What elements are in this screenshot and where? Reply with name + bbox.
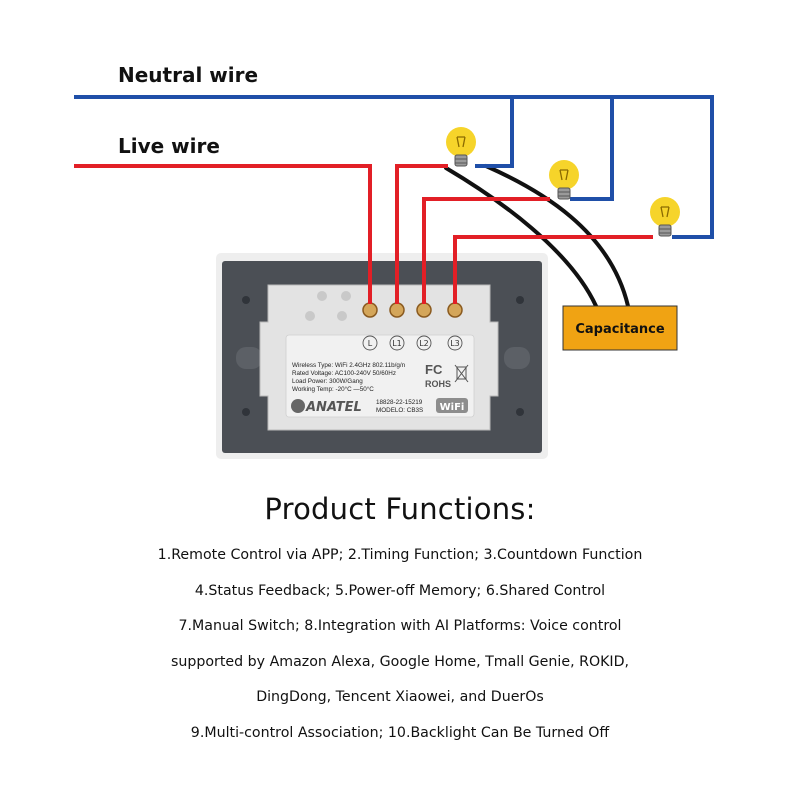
terminal-l1-label: L1 (392, 339, 402, 348)
fc-mark: FC (425, 362, 443, 377)
terminal-l3: L3 (447, 335, 463, 351)
spec-wireless: Wireless Type: WiFi 2.4GHz 802.11b/g/n (292, 362, 406, 369)
product-functions-list: 1.Remote Control via APP; 2.Timing Funct… (0, 538, 800, 751)
switch-module: L L1 L2 L3 Wireless Type: WiFi 2.4GHz 80… (259, 284, 499, 431)
function-line: 1.Remote Control via APP; 2.Timing Funct… (157, 547, 643, 563)
weee-bin-icon (454, 364, 469, 383)
function-line: supported by Amazon Alexa, Google Home, … (170, 653, 630, 670)
capacitor-leads (444, 164, 630, 308)
model-number: MODELO: CB3S (376, 407, 423, 414)
bulb-icon (549, 160, 579, 200)
function-line: 7.Manual Switch; 8.Integration with AI P… (178, 618, 622, 634)
spec-temp: Working Temp: -20°C —50°C (292, 385, 374, 393)
capacitance-box: Capacitance (562, 305, 678, 351)
wifi-logo: WiFi (436, 398, 468, 413)
live-wire-label: Live wire (118, 134, 220, 158)
neutral-wires (74, 95, 714, 239)
bulb-icon (446, 127, 476, 167)
spec-load: Load Power: 300W/Gang (292, 378, 363, 385)
terminal-l3-label: L3 (450, 339, 460, 348)
terminal-l2-label: L2 (419, 339, 429, 348)
terminal-l-label: L (368, 339, 373, 348)
anatel-code: 18828-22-15219 (376, 399, 423, 406)
svg-text:WiFi: WiFi (440, 402, 465, 413)
wiring-diagram: L L1 L2 L3 Wireless Type: WiFi 2.4GHz 80… (74, 63, 714, 459)
function-line: DingDong, Tencent Xiaowei, and DuerOs (256, 689, 544, 705)
neutral-wire-label: Neutral wire (118, 63, 258, 87)
anatel-logo: ANATEL (291, 399, 362, 415)
product-functions-section: Product Functions: 1.Remote Control via … (0, 492, 800, 751)
rohs-mark: ROHS (425, 379, 451, 389)
capacitance-label: Capacitance (575, 322, 665, 337)
terminal-l2: L2 (416, 335, 432, 351)
function-line: 4.Status Feedback; 5.Power-off Memory; 6… (194, 582, 606, 599)
terminal-l: L (362, 335, 378, 351)
terminal-screws (305, 291, 463, 321)
product-functions-title: Product Functions: (264, 492, 536, 526)
terminal-l1: L1 (389, 335, 405, 351)
function-line: 9.Multi-control Association; 10.Backligh… (190, 724, 610, 741)
bulb-icon (650, 197, 680, 237)
mounting-holes (236, 296, 530, 416)
live-wires (74, 164, 653, 304)
spec-voltage: Rated Voltage: AC100-240V 50/60Hz (292, 370, 396, 377)
anatel-brand: ANATEL (305, 400, 362, 415)
